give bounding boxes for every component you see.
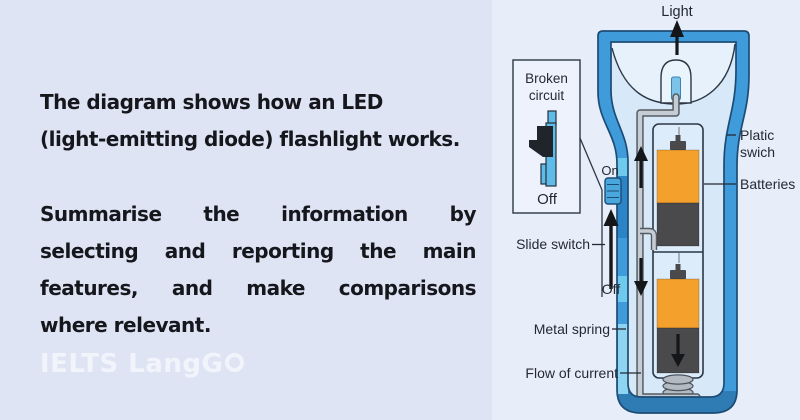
flashlight-body-outline — [597, 30, 750, 414]
wall-light-strip — [618, 324, 628, 394]
task-line: where relevant. — [40, 313, 211, 337]
plastic-switch-label: swich — [740, 144, 775, 160]
battery-terminal — [675, 264, 681, 271]
metal-spring-label: Metal spring — [534, 321, 610, 337]
batteries-label: Batteries — [740, 176, 795, 192]
ring-o-icon — [225, 353, 245, 372]
task-description: The diagram shows how an LED (light-emit… — [40, 84, 477, 344]
off-label: Off — [602, 281, 621, 297]
battery-body-bottom — [656, 202, 700, 247]
plastic-switch-label: Platic — [740, 127, 774, 143]
track-light-segment — [617, 276, 628, 302]
flow-of-current-label: Flow of current — [525, 365, 618, 381]
broken-circuit-label: Broken — [525, 71, 568, 86]
flashlight-body — [598, 31, 749, 413]
battery-current-arrow-icon — [671, 354, 685, 367]
ielts-langgo-logo: IELTS LangG — [40, 349, 245, 379]
battery-terminal — [670, 141, 686, 150]
flashlight-diagram: Broken circuit Off — [512, 4, 795, 414]
switch-direction-arrow-icon — [603, 209, 619, 289]
battery-2 — [656, 264, 700, 374]
broken-circuit-label: circuit — [529, 88, 565, 103]
inset-off-label: Off — [537, 191, 558, 208]
battery-terminal — [670, 270, 686, 279]
wire-branch-core — [640, 229, 656, 250]
broken-switch-icon — [529, 110, 557, 187]
task-paragraph-1: The diagram shows how an LED (light-emit… — [40, 84, 476, 158]
spring-coil — [662, 374, 694, 385]
current-up-arrow-icon — [634, 146, 648, 188]
light-arrow-icon — [670, 20, 684, 55]
broken-circuit-inset: Broken circuit Off — [512, 59, 581, 214]
track-light-segment — [617, 158, 628, 176]
task-line: selecting and reporting the main — [40, 239, 477, 263]
switch-track — [617, 174, 628, 238]
battery-1 — [656, 135, 700, 247]
slide-switch-knob-icon — [604, 177, 622, 205]
current-down-arrow-icon — [634, 258, 648, 296]
logo-text: IELTS LangG — [40, 349, 224, 379]
task-line: (light-emitting diode) flashlight works. — [40, 127, 460, 151]
task-line: Summarise the information by — [40, 202, 477, 226]
light-label: Light — [661, 4, 692, 20]
on-label: On — [601, 163, 618, 178]
battery-body-top — [656, 149, 700, 204]
switch-lever — [529, 126, 553, 157]
task-line: features, and make comparisons — [40, 276, 477, 300]
battery-body-top — [656, 278, 700, 329]
battery-terminal — [675, 135, 681, 142]
task-paragraph-2: Summarise the information by selecting a… — [40, 196, 477, 344]
slide-switch-label: Slide switch — [516, 236, 590, 252]
task-line: The diagram shows how an LED — [40, 90, 383, 114]
inset-leader-line — [579, 137, 603, 297]
